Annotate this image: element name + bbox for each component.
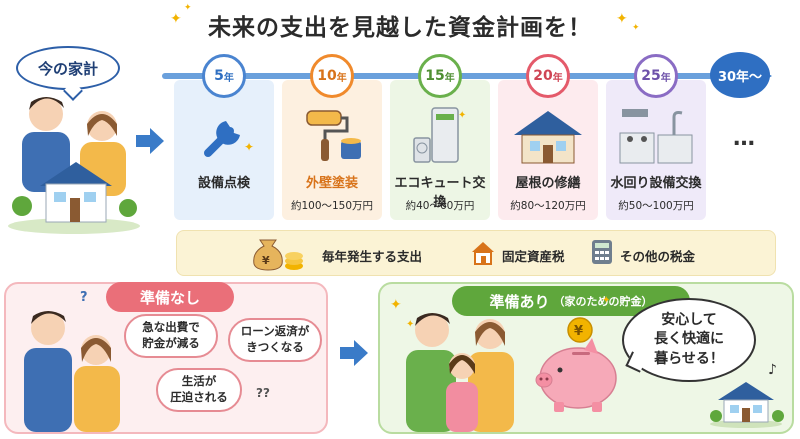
reassurance-bubble: 安心して 長く快適に 暮らせる！ [622,298,756,382]
wrench-icon: ✦ [174,102,274,168]
year-badge-30-plus: 30年〜 [710,52,770,98]
piggy-bank-icon: ¥ [535,317,617,412]
sparkle-icon: ✦ [616,11,628,27]
prepared-title-sub: （家のための貯金） [553,295,653,308]
timeline-column-5 [174,80,274,220]
sparkle-icon: ✦ [170,11,182,27]
sparkle-icon: ✦ [632,23,640,33]
timeline-cost: 約100〜150万円 [290,200,374,212]
timeline-column-10 [282,80,382,220]
money-bag-icon: ¥ [253,239,303,271]
prepared-title-main: 準備あり [489,292,550,311]
timeline-cost: 約80〜120万円 [510,200,586,212]
arrow-right-icon [136,128,164,154]
timeline-label: 屋根の修繕 [515,176,581,191]
annual-expenses-label: 毎年発生する支出 [322,249,423,264]
happy-family-illustration [406,313,514,432]
sparkle-icon: ✦ [390,297,402,313]
worry-bubble: 生活が 圧迫される [156,368,242,412]
arrow-right-icon [340,340,368,366]
sparkle-icon: ✦ [406,319,415,330]
question-mark: ? [80,290,88,305]
water-heater-icon: ✦ [390,102,490,168]
current-household-bubble: 今の家計 [16,46,120,90]
timeline-label: 外壁塗装 [305,176,358,191]
timeline-cost: 約50〜100万円 [618,200,694,212]
house-icon [710,382,784,428]
svg-text:¥: ¥ [262,254,270,267]
kitchen-icon [606,102,706,168]
timeline-label: エコキュート交換 [394,176,486,210]
roof-house-icon [498,102,598,168]
timeline-ellipsis: … [733,126,755,151]
svg-text:✦: ✦ [458,110,466,121]
question-marks: ?? [256,386,270,400]
calculator-icon [592,240,612,264]
unprepared-title: 準備なし [106,282,234,312]
sparkle-icon: ✦ [602,295,611,306]
paint-roller-icon [282,102,382,168]
worry-bubble: 急な出費で 貯金が減る [124,314,218,358]
worry-bubble: ローン返済が きつくなる [228,318,322,362]
worried-couple-illustration [24,311,120,432]
reassurance-text: 安心して 長く快適に 暮らせる！ [654,311,724,367]
property-tax-label: 固定資産税 [502,249,565,264]
family-illustration [8,97,140,234]
music-note-icon: ♪ [768,362,777,378]
other-taxes-label: その他の税金 [620,249,696,264]
timeline-label: 設備点検 [197,176,250,191]
timeline-cost: 約40〜60万円 [405,200,475,212]
page-title: 未来の支出を見越した資金計画を！ [208,15,592,41]
svg-text:✦: ✦ [244,140,254,154]
house-icon [472,242,494,265]
svg-text:¥: ¥ [574,324,583,339]
timeline-label: 水回り設備交換 [610,176,702,191]
sparkle-icon: ✦ [184,3,192,13]
